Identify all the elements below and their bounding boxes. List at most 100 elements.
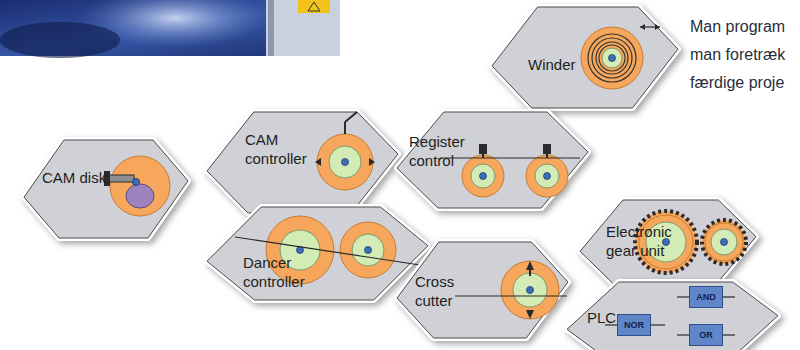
disk-axis [133,179,140,186]
tile-label: Dancer controller [243,253,323,291]
body-text-line: færdige proje [690,74,784,92]
cutter-drum-axis [527,287,534,294]
cam-wheel-outer [317,134,373,190]
knife [526,261,534,270]
dancer-roll-inner [352,234,384,266]
tile-illustration [440,144,580,197]
gear-teeth [702,220,746,264]
gate-wire [723,334,735,335]
tile-label: CAM controller [245,130,325,168]
tile-label: Register control [409,132,479,170]
gear-wheel-axis [721,239,728,246]
tile-shape [207,207,428,300]
dancer-roll-axis [365,247,372,254]
tile-halo [397,112,588,208]
warning-triangle [308,2,320,11]
tile-illustration [104,156,170,216]
gear-wheel-inner [711,229,737,255]
gate-wire [723,296,735,297]
body-text-line: man foretræk [690,46,785,64]
function-tile: CAM disk [22,138,190,240]
register-roll-outer [526,155,568,197]
tile-outline [22,138,190,240]
dancer-roll-outer [340,222,396,278]
tile-halo [24,140,188,238]
cam-lever [345,112,357,122]
knife-stem [529,270,531,276]
tile-illustration [455,261,567,319]
cam-marker [369,158,375,166]
cutter-drum-inner [513,273,547,307]
winder-roll-outer [581,27,643,89]
tile-outline [578,198,758,290]
register-roll-axis [544,173,551,180]
function-tile: Dancer controller [205,205,430,302]
photo-cabinet [266,0,340,56]
tile-illustration [315,112,375,190]
tile-outline [490,5,680,110]
tile-halo [207,112,398,213]
function-tile: CAM controller [205,110,400,215]
web-line [455,295,567,296]
gate-wire [651,324,665,325]
knife [526,310,534,319]
cam-wheel-inner [329,146,361,178]
cam-wheel-axis [342,159,349,166]
function-tile: Cross cutter [395,240,570,340]
gear-wheel-outer [705,223,743,261]
tile-shape [397,112,588,208]
tile-shape [207,112,398,213]
register-roll-inner [535,164,559,188]
tile-shape [24,140,188,238]
cutter-drum-outer [501,261,559,319]
logic-gate-box: AND [689,286,723,308]
winder-layer [588,34,636,82]
photo-shadow [0,22,120,58]
tile-halo [492,7,678,108]
register-roll-inner [471,164,495,188]
winder-layer [596,42,628,74]
tile-halo [397,242,568,338]
tile-label: Winder [528,55,608,74]
arrow-head [640,24,645,30]
logic-gate-box: OR [689,324,723,346]
logic-gate-box: NOR [617,314,651,336]
cam-lobe [126,184,154,208]
print-mark [543,144,551,154]
web-line [440,157,580,158]
gate-label: NOR [618,315,650,335]
tile-label: CAM disk [42,168,117,187]
tile-shape [397,242,568,338]
function-tile: Electronic gear unit [578,198,758,290]
function-tile: PLCNORANDOR [565,280,780,350]
tile-illustration [581,24,660,89]
tile-label: Electronic gear unit [606,222,681,260]
function-tile: Register control [395,110,590,210]
gate-label: AND [690,287,722,307]
winder-roll-inner [602,48,622,68]
tile-halo [207,207,428,300]
tile-shape [580,200,756,288]
print-stem [482,154,484,158]
register-roll-axis [480,173,487,180]
winder-layer [592,38,632,78]
tile-label: Cross cutter [415,272,485,310]
cam-marker [315,158,321,166]
body-text-line: Man program [690,18,785,36]
register-roll-outer [462,155,504,197]
cam-lever [344,122,346,134]
tile-outline [205,205,430,302]
warning-sticker [298,0,330,13]
gate-wire [677,296,689,297]
arrow-head [655,24,660,30]
tile-shape [567,282,778,350]
winder-roll-axis [609,55,616,62]
function-tile: Winder [490,5,680,110]
photo-cabinet-edge [268,0,274,56]
tile-halo [580,200,756,288]
gate-wire [677,334,689,335]
disk-outer [110,156,170,216]
winder-layer [599,45,625,71]
